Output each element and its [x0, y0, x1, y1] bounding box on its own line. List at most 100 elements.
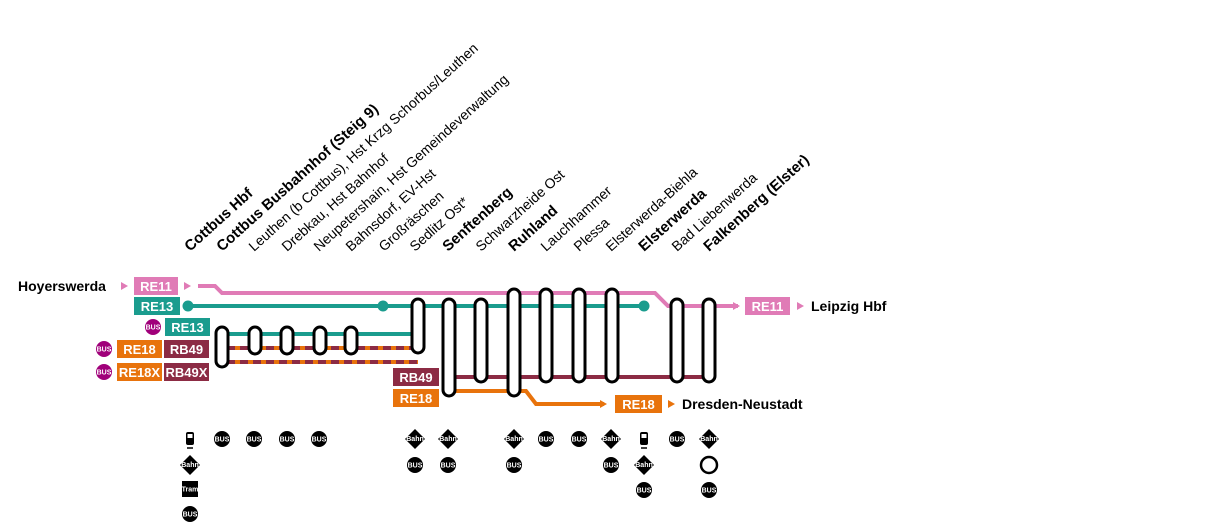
destination-dresden: Dresden-Neustadt	[682, 396, 803, 412]
bus-icon: BUS	[701, 482, 717, 498]
bus-icon: BUS	[279, 431, 295, 447]
bus-icon-label: BUS	[97, 347, 112, 354]
bahn-icon: Bahn	[504, 429, 524, 449]
bahn-icon: Bahn	[601, 429, 621, 449]
svg-text:BUS: BUS	[312, 437, 327, 444]
bahn-icon: Bahn	[405, 429, 425, 449]
svg-text:S: S	[707, 464, 712, 471]
badge-bus-re13-label: RE13	[171, 320, 204, 335]
stop-dot	[182, 300, 194, 312]
svg-text:Tram: Tram	[182, 487, 199, 494]
svg-text:BUS: BUS	[183, 512, 198, 519]
tram-icon	[186, 432, 194, 449]
station-bar	[571, 287, 587, 384]
station-bar	[473, 297, 489, 384]
bus-icon: BUS	[669, 431, 685, 447]
station-bar	[279, 325, 295, 356]
tram-sign-icon: Tram	[182, 481, 199, 497]
station-bar	[441, 297, 457, 398]
bus-icon: BUS	[636, 482, 652, 498]
bus-icon	[145, 319, 161, 335]
arrow-icon	[797, 302, 804, 310]
bahn-icon: Bahn	[699, 429, 719, 449]
svg-text:Bahn: Bahn	[602, 436, 620, 443]
badge-rb49-label: RB49	[170, 342, 203, 357]
bus-icon	[96, 364, 112, 380]
origin-hoyerswerda: Hoyerswerda	[18, 278, 106, 294]
badge-re11-leipzig	[745, 297, 790, 315]
bus-icon: BUS	[603, 457, 619, 473]
badge-re18-senftenberg	[393, 389, 439, 407]
svg-text:BUS: BUS	[408, 463, 423, 470]
badge-rb49	[164, 340, 209, 358]
bus-icon: BUS	[538, 431, 554, 447]
svg-text:BUS: BUS	[215, 437, 230, 444]
svg-text:Bahn: Bahn	[505, 436, 523, 443]
bus-icon-label: BUS	[97, 370, 112, 377]
bahn-icon: Bahn	[438, 429, 458, 449]
bus-icon: BUS	[440, 457, 456, 473]
badge-re11-leipzig-label: RE11	[752, 299, 784, 314]
badge-rb49-senftenberg-label: RB49	[399, 370, 432, 385]
svg-text:BUS: BUS	[670, 437, 685, 444]
badge-re11	[134, 277, 178, 295]
station-bar	[410, 297, 426, 355]
svg-text:BUS: BUS	[507, 463, 522, 470]
svg-text:BUS: BUS	[702, 488, 717, 495]
badge-re18-senftenberg-label: RE18	[400, 391, 433, 406]
arrow-icon	[668, 400, 675, 408]
svg-text:BUS: BUS	[247, 437, 262, 444]
station-bar	[312, 325, 328, 356]
badge-re18-dresden	[615, 395, 662, 413]
station-bar	[669, 297, 685, 384]
arrow-icon	[733, 302, 740, 310]
svg-text:Bahn: Bahn	[635, 462, 653, 469]
svg-text:BUS: BUS	[637, 488, 652, 495]
station-bar	[214, 325, 230, 369]
station-bar	[247, 325, 263, 356]
stop-dot	[377, 300, 389, 312]
bus-icon: BUS	[182, 506, 198, 522]
badge-re13	[134, 297, 180, 315]
badge-rb49x-label: RB49X	[166, 365, 208, 380]
badge-rb49-senftenberg	[393, 368, 439, 386]
arrow-icon	[121, 282, 128, 290]
station-bar	[506, 287, 522, 398]
station-bars	[214, 287, 717, 398]
tram-icon	[640, 432, 648, 449]
badge-rb49x	[164, 363, 209, 381]
svg-text:BUS: BUS	[280, 437, 295, 444]
badge-re18-dresden-label: RE18	[622, 397, 655, 412]
station-bar	[538, 287, 554, 384]
bus-icon: BUS	[311, 431, 327, 447]
station-bar	[604, 287, 620, 384]
bus-icon: BUS	[246, 431, 262, 447]
stop-dot	[638, 300, 650, 312]
svg-text:Bahn: Bahn	[406, 436, 424, 443]
svg-text:BUS: BUS	[572, 437, 587, 444]
bahn-icon: Bahn	[634, 455, 654, 475]
station-bar	[701, 297, 717, 384]
bus-icon	[96, 341, 112, 357]
badge-re11-label: RE11	[140, 279, 172, 294]
svg-text:Bahn: Bahn	[181, 462, 199, 469]
arrow-icon	[184, 282, 191, 290]
line-re18	[448, 389, 607, 408]
badge-re18x	[117, 363, 162, 381]
badge-re18x-label: RE18X	[119, 365, 161, 380]
badge-bus-re13	[165, 318, 210, 336]
bus-icon: BUS	[214, 431, 230, 447]
badge-re18-label: RE18	[123, 342, 156, 357]
bus-icon: BUS	[506, 457, 522, 473]
bahn-icon: Bahn	[180, 455, 200, 475]
bus-icon: BUS	[407, 457, 423, 473]
svg-text:Bahn: Bahn	[439, 436, 457, 443]
svg-text:BUS: BUS	[604, 463, 619, 470]
svg-text:Bahn: Bahn	[700, 436, 718, 443]
bus-icon-label: BUS	[146, 325, 161, 332]
destination-leipzig: Leipzig Hbf	[811, 298, 887, 314]
svg-text:BUS: BUS	[539, 437, 554, 444]
